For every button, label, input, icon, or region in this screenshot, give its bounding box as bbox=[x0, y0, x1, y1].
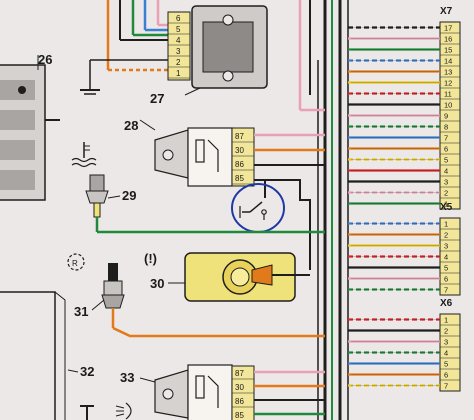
connector-pin-label: 5 bbox=[444, 360, 448, 369]
module-27-pin-label: 5 bbox=[176, 25, 181, 34]
relay-pin-label: 30 bbox=[235, 383, 244, 392]
indicator-r-icon: R bbox=[72, 259, 78, 268]
connector-pin-label: 5 bbox=[444, 264, 448, 273]
component-31-sensor: 31 bbox=[74, 263, 325, 338]
connector-pin-label: 2 bbox=[444, 189, 448, 198]
component-32: 32 bbox=[0, 291, 94, 420]
label-32: 32 bbox=[80, 364, 94, 379]
component-28-relay: 87 30 86 85 28 bbox=[124, 118, 325, 198]
connector-label: X6 bbox=[440, 298, 453, 309]
label-26: 26 bbox=[38, 52, 52, 67]
component-33-relay: 87 30 86 85 33 bbox=[115, 364, 325, 420]
label-30: 30 bbox=[150, 276, 164, 291]
label-28: 28 bbox=[124, 118, 138, 133]
relay-pin-label: 86 bbox=[235, 160, 244, 169]
connector-x7: X7 17 16 15 14 13 12 11 10 9 8 7 6 5 4 3 2 1 bbox=[348, 6, 461, 210]
connector-pin-label: 4 bbox=[444, 349, 448, 358]
component-27-ignition-module: 1 2 3 4 5 6 27 bbox=[150, 5, 268, 106]
module-27-pin-label: 6 bbox=[176, 14, 181, 23]
connector-pin-label: 3 bbox=[444, 242, 448, 251]
connector-pin-label: 6 bbox=[444, 275, 448, 284]
module-27-pin-label: 4 bbox=[176, 36, 181, 45]
connector-pin-label: 7 bbox=[444, 286, 448, 295]
label-27: 27 bbox=[150, 91, 164, 106]
connector-pin-label: 4 bbox=[444, 253, 448, 262]
indicator-brake-icon: (!) bbox=[144, 251, 157, 266]
component-26-generator: 26 bbox=[0, 52, 60, 201]
label-33: 33 bbox=[120, 370, 134, 385]
connector-x6: X6 1 2 3 4 5 6 7 bbox=[348, 298, 461, 392]
relay-pin-label: 87 bbox=[235, 369, 244, 378]
module-27-pin-label: 1 bbox=[176, 69, 181, 78]
connector-pin-label: 6 bbox=[444, 371, 448, 380]
connector-pin-label: 7 bbox=[444, 134, 448, 143]
connector-pin-label: 11 bbox=[444, 90, 452, 99]
connector-pin-label: 12 bbox=[444, 79, 452, 88]
connector-pin-label: 15 bbox=[444, 46, 452, 55]
top-wires bbox=[80, 0, 325, 112]
connector-pin-label: 10 bbox=[444, 101, 452, 110]
connector-pin-label: 2 bbox=[444, 327, 448, 336]
relay-pin-label: 85 bbox=[235, 411, 244, 420]
module-27-pin-label: 3 bbox=[176, 47, 181, 56]
fog-lamp-icon bbox=[115, 402, 132, 420]
connector-pin-label: 2 bbox=[444, 231, 448, 240]
label-29: 29 bbox=[122, 188, 136, 203]
main-harness bbox=[317, 0, 349, 420]
connector-blocks: X71716151413121110987654321X51234567X612… bbox=[348, 6, 461, 392]
connector-pin-label: 16 bbox=[444, 35, 452, 44]
connector-pin-label: 5 bbox=[444, 156, 448, 165]
connector-pin-label: 9 bbox=[444, 112, 448, 121]
connector-pin-label: 7 bbox=[444, 382, 448, 391]
connector-pin-label: 1 bbox=[444, 200, 448, 209]
connector-pin-label: 1 bbox=[444, 220, 448, 229]
connector-pin-label: 13 bbox=[444, 68, 452, 77]
component-30-oil-pressure-sensor: 30 bbox=[150, 252, 310, 302]
relay-pin-label: 85 bbox=[235, 174, 244, 183]
connector-pin-label: 17 bbox=[444, 24, 452, 33]
connector-pin-label: 1 bbox=[444, 316, 448, 325]
connector-pin-label: 8 bbox=[444, 123, 448, 132]
relay-pin-label: 30 bbox=[235, 146, 244, 155]
label-31: 31 bbox=[74, 304, 88, 319]
connector-pin-label: 3 bbox=[444, 178, 448, 187]
connector-pin-label: 4 bbox=[444, 167, 448, 176]
connector-pin-label: 3 bbox=[444, 338, 448, 347]
relay-pin-label: 87 bbox=[235, 132, 244, 141]
relay-pin-label: 86 bbox=[235, 397, 244, 406]
component-29-coolant-sensor: 29 bbox=[71, 142, 325, 234]
module-27-pin-label: 2 bbox=[176, 58, 181, 67]
connector-pin-label: 6 bbox=[444, 145, 448, 154]
connector-label: X5 bbox=[440, 202, 453, 213]
coolant-temp-icon bbox=[71, 142, 97, 168]
warning-symbols: R (!) bbox=[67, 251, 157, 271]
connector-pin-label: 14 bbox=[444, 57, 452, 66]
connector-label: X7 bbox=[440, 6, 453, 17]
